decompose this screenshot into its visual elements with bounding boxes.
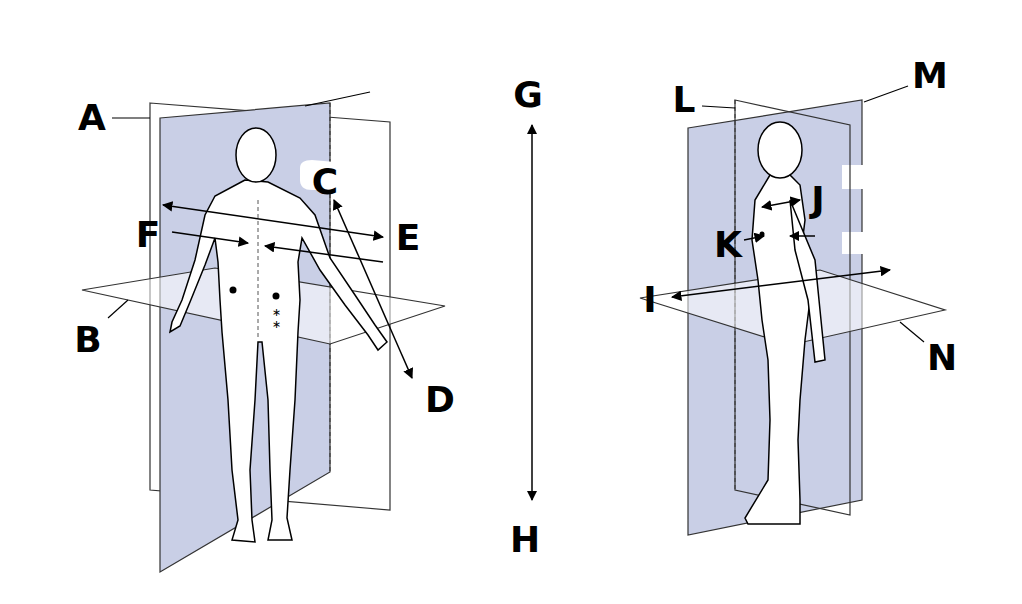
- plane-letter: G: [513, 77, 543, 113]
- plane-letter: D: [425, 382, 455, 418]
- plane-letter: B: [74, 322, 101, 358]
- plane-letter: I: [643, 282, 656, 318]
- svg-text:∗: ∗: [272, 318, 281, 331]
- plane-letter: M: [912, 58, 948, 94]
- plane-letter: H: [510, 522, 540, 558]
- plane-letter: A: [78, 100, 106, 136]
- plane-letter: J: [811, 182, 824, 218]
- plane-letter: C: [312, 164, 338, 200]
- plane-letter: N: [927, 340, 957, 376]
- plane-letter: E: [396, 220, 421, 256]
- plane-letter: L: [673, 82, 696, 118]
- plane-letter: K: [714, 227, 742, 263]
- plane-letter: F: [136, 217, 161, 253]
- human-figure-front: [170, 180, 387, 542]
